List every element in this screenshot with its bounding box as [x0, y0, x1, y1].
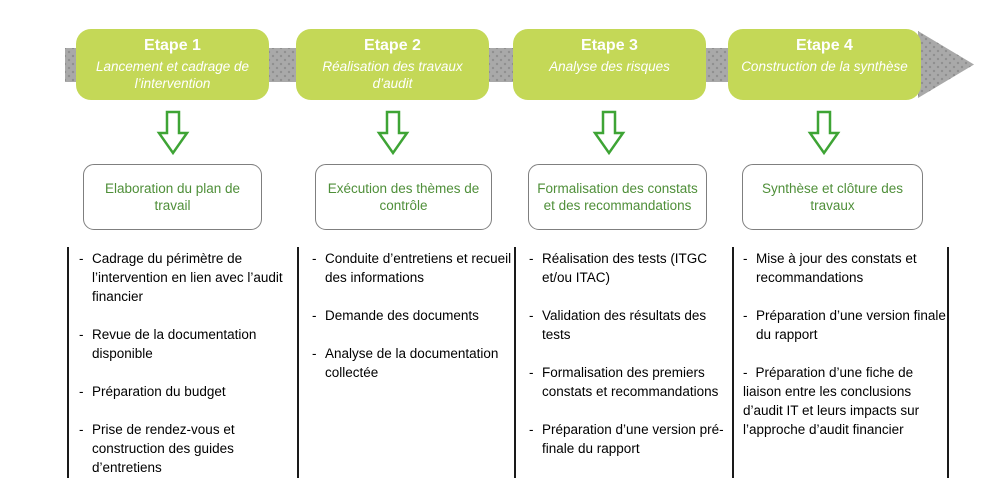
bullet-dash: - [743, 308, 748, 323]
task-list-etape-1: -Cadrage du périmètre de l’intervention … [79, 249, 295, 496]
column-divider [297, 247, 299, 478]
deliverable-box: Formalisation des constats et des recomm… [528, 164, 707, 230]
bullet-dash: - [79, 384, 84, 399]
stage-subtitle: Réalisation des travaux d’audit [322, 59, 463, 91]
stage-box-etape-1: Etape 1 Lancement et cadrage de l’interv… [76, 29, 269, 100]
bullet-dash: - [79, 422, 84, 437]
bullet-dash: - [529, 308, 534, 323]
bullet-dash: - [743, 365, 748, 380]
bullet-dash: - [529, 251, 534, 266]
column-divider [732, 247, 734, 478]
list-item: -Préparation d’une version finale du rap… [743, 308, 946, 342]
task-list-etape-2: -Conduite d’entretiens et recueil des in… [312, 249, 515, 401]
list-item: -Validation des résultats des tests [529, 308, 707, 342]
task-list-etape-3: -Réalisation des tests (ITGC et/ou ITAC)… [529, 249, 734, 477]
deliverable-box: Synthèse et clôture des travaux [742, 164, 923, 230]
process-arrow-head-icon [918, 31, 974, 98]
list-item: -Formalisation des premiers constats et … [529, 365, 719, 399]
list-item: -Revue de la documentation disponible [79, 327, 257, 361]
bullet-dash: - [312, 251, 317, 266]
stage-subtitle: Construction de la synthèse [741, 59, 908, 74]
deliverable-box: Exécution des thèmes de contrôle [315, 164, 492, 230]
bullet-dash: - [529, 422, 534, 437]
stage-box-etape-3: Etape 3 Analyse des risques [513, 29, 706, 100]
stage-box-etape-2: Etape 2 Réalisation des travaux d’audit [296, 29, 489, 100]
list-item: -Conduite d’entretiens et recueil des in… [312, 251, 512, 285]
bullet-dash: - [79, 251, 84, 266]
list-item: -Réalisation des tests (ITGC et/ou ITAC) [529, 251, 708, 285]
bullet-dash: - [79, 327, 84, 342]
stage-subtitle: Lancement et cadrage de l’intervention [95, 59, 250, 91]
deliverable-label: Synthèse et clôture des travaux [761, 181, 904, 213]
list-item: -Préparation d’une version pré-finale du… [529, 422, 724, 456]
deliverable-label: Elaboration du plan de travail [104, 181, 241, 213]
deliverable-label: Exécution des thèmes de contrôle [327, 181, 480, 213]
bullet-dash: - [743, 251, 748, 266]
list-item: -Cadrage du périmètre de l’intervention … [79, 251, 283, 304]
list-item: -Mise à jour des constats et recommandat… [743, 251, 917, 285]
list-item: -Analyse de la documentation collectée [312, 346, 499, 380]
list-item: -Préparation d’une fiche de liaison entr… [743, 365, 920, 437]
stage-title: Etape 2 [364, 37, 421, 54]
stage-title: Etape 3 [581, 37, 638, 54]
task-list-etape-4: -Mise à jour des constats et recommandat… [743, 249, 946, 458]
stage-title: Etape 4 [796, 37, 853, 54]
bullet-dash: - [312, 346, 317, 361]
deliverable-label: Formalisation des constats et des recomm… [537, 181, 698, 213]
list-item: -Demande des documents [312, 308, 479, 323]
stage-box-etape-4: Etape 4 Construction de la synthèse [728, 29, 921, 100]
list-item: -Préparation du budget [79, 384, 226, 399]
down-arrow-icon [592, 110, 626, 156]
stage-subtitle: Analyse des risques [549, 59, 670, 74]
stage-title: Etape 1 [144, 37, 201, 54]
column-divider [947, 247, 949, 478]
list-item: -Prise de rendez-vous et construction de… [79, 422, 235, 475]
column-divider [67, 247, 69, 478]
bullet-dash: - [312, 308, 317, 323]
down-arrow-icon [807, 110, 841, 156]
deliverable-box: Elaboration du plan de travail [83, 164, 262, 230]
bullet-dash: - [529, 365, 534, 380]
down-arrow-icon [376, 110, 410, 156]
column-divider [514, 247, 516, 478]
down-arrow-icon [156, 110, 190, 156]
